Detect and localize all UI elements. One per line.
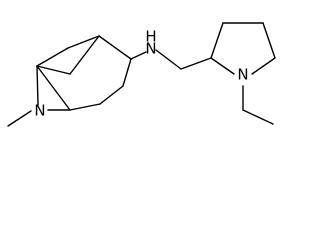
bond (98, 35, 132, 60)
bond (210, 22, 224, 59)
bond (99, 85, 124, 105)
bond (36, 65, 39, 106)
bond (262, 22, 276, 59)
bond (36, 65, 71, 111)
bond (36, 47, 69, 67)
bond (122, 58, 132, 87)
bond (36, 65, 71, 75)
ethyl-group (242, 85, 274, 125)
pyrrolidine-nitrogen-label: N (237, 66, 248, 84)
bond (130, 51, 147, 60)
pyrrolidine-ring (210, 22, 276, 75)
bond (251, 57, 276, 75)
bond (180, 57, 212, 70)
bond (69, 35, 100, 75)
bridge-nitrogen-label: N (34, 102, 45, 120)
bicyclic-cage (7, 35, 132, 127)
linker-chain (130, 49, 212, 70)
amine-nitrogen-label: N (145, 40, 156, 58)
bond (69, 103, 101, 111)
bond (210, 57, 235, 75)
bond (155, 49, 182, 70)
chemical-structure-diagram: N H N N (7, 22, 276, 127)
bond (242, 109, 274, 125)
bond (7, 110, 32, 127)
bond (67, 35, 100, 49)
amine-hydrogen-label: H (145, 28, 156, 46)
